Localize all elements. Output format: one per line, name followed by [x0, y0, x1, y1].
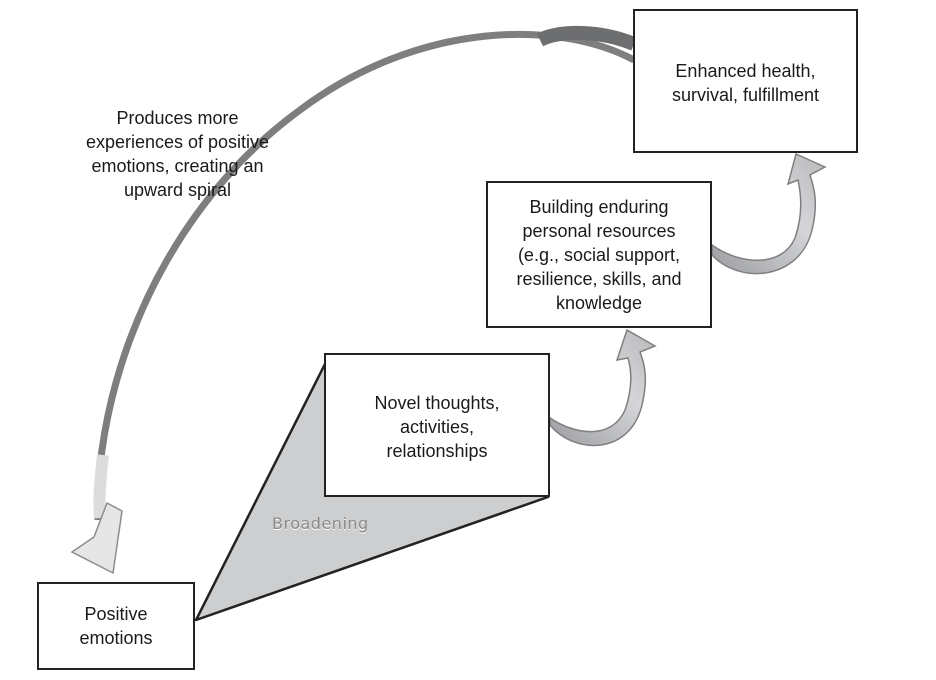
node-text-line: activities, — [399, 417, 474, 437]
node-building-resources: Building enduring personal resources (e.… — [486, 181, 712, 328]
node-text-line: Building enduring — [529, 196, 669, 217]
curved-arrow-novel-to-building — [549, 328, 657, 447]
broadening-label: Broadening — [272, 514, 369, 533]
node-text-line: knowledge — [555, 292, 643, 313]
feedback-arrowhead — [70, 501, 123, 575]
node-enhanced-health: Enhanced health, survival, fulfillment — [633, 9, 858, 153]
node-positive-emotions: Positive emotions — [37, 582, 195, 670]
upward-spiral-label: Produces more experiences of positive em… — [55, 106, 300, 202]
curved-arrow-building-to-enhanced — [711, 152, 827, 275]
node-novel-thoughts: Novel thoughts, activities, relationship… — [324, 353, 550, 497]
node-text-line: resilience, skills, and — [516, 268, 682, 289]
node-building-resources-text: Building enduring personal resources (e.… — [516, 195, 681, 315]
node-text-line: relationships — [386, 441, 488, 461]
spiral-label-line: experiences of positive — [85, 132, 270, 152]
node-novel-thoughts-text: Novel thoughts, activities, relationship… — [374, 391, 499, 463]
node-text-line: (e.g., social support, — [517, 244, 681, 265]
node-text-line: Positive — [84, 604, 148, 624]
node-text-line: survival, fulfillment — [671, 85, 820, 105]
node-text-line: Novel thoughts, — [374, 393, 500, 413]
spiral-label-line: upward spiral — [123, 180, 232, 200]
node-text-line: personal resources — [522, 220, 676, 241]
node-text-line: Enhanced health, — [675, 61, 816, 81]
node-text-line: emotions — [79, 628, 153, 648]
node-enhanced-health-text: Enhanced health, survival, fulfillment — [672, 59, 819, 107]
feedback-arc-arrow — [70, 26, 637, 575]
spiral-label-line: Produces more — [116, 108, 239, 128]
node-positive-emotions-text: Positive emotions — [79, 602, 152, 650]
spiral-label-line: emotions, creating an — [91, 156, 264, 176]
